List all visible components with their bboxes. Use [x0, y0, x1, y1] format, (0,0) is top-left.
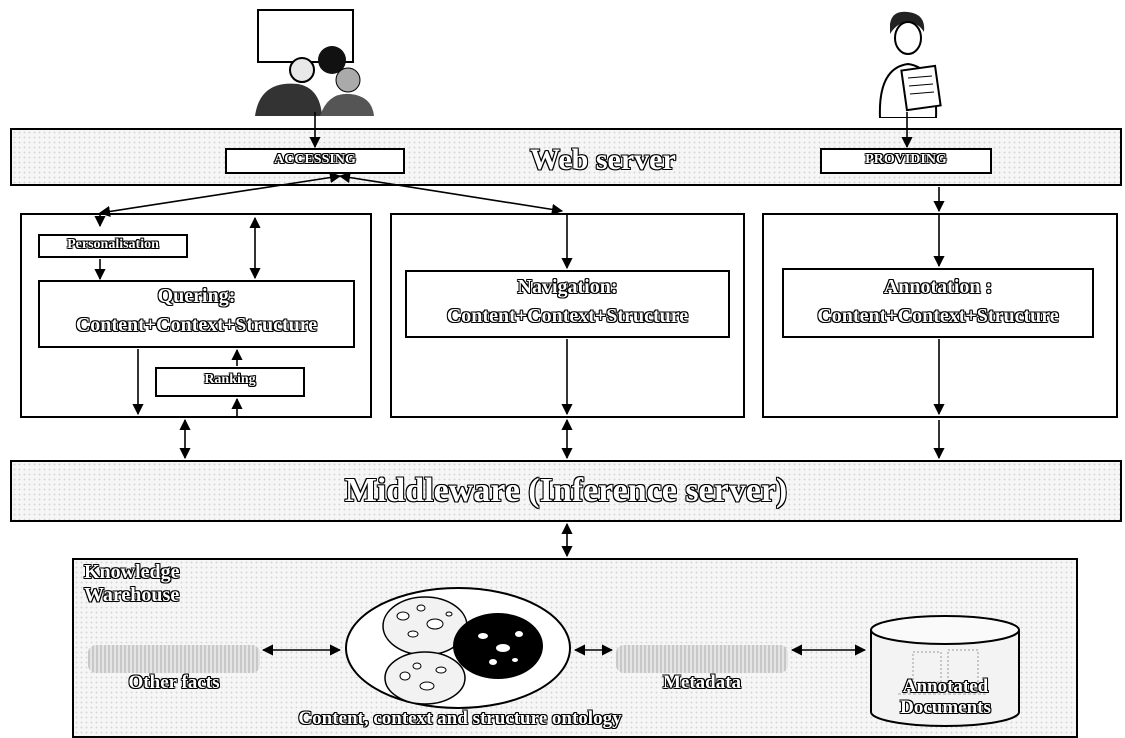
warehouse-title-line2: Warehouse — [84, 584, 180, 606]
web-server-title: Web server — [530, 143, 676, 176]
annotated-documents-line2: Documents — [900, 697, 991, 718]
ontology-circles-icon — [343, 586, 573, 711]
person-reading-document-icon — [868, 10, 948, 119]
navigation-title: Navigation: — [517, 276, 618, 298]
annotation-box — [782, 268, 1094, 338]
middleware-band — [10, 460, 1122, 522]
annotation-subtitle: Content+Context+Structure — [817, 305, 1059, 327]
other-facts-label: Other facts — [128, 672, 220, 693]
quering-title: Quering: — [157, 285, 236, 307]
ranking-box — [155, 367, 305, 397]
personalisation-box — [38, 234, 188, 258]
other-facts-stack — [88, 645, 260, 673]
ranking-label: Ranking — [204, 372, 256, 387]
navigation-box — [405, 270, 730, 338]
users-at-computer-icon — [250, 8, 380, 118]
annotated-documents-database-icon — [868, 612, 1023, 732]
navigation-subtitle: Content+Context+Structure — [446, 305, 689, 327]
warehouse-title-line1: Knowledge — [84, 561, 180, 583]
quering-subtitle: Content+Context+Structure — [75, 314, 318, 336]
annotated-documents-line1: Annotated — [902, 676, 989, 697]
metadata-stack — [616, 645, 788, 673]
personalisation-label: Personalisation — [67, 237, 159, 252]
middleware-title: Middleware (Inference server) — [344, 472, 788, 509]
quering-box — [38, 280, 355, 348]
annotation-title: Annotation : — [883, 276, 993, 298]
accessing-label: ACCESSING — [274, 152, 356, 167]
ontology-label: Content, context and structure ontology — [298, 708, 622, 729]
providing-label: PROVIDING — [865, 152, 947, 167]
metadata-label: Metadata — [662, 672, 742, 693]
providing-box — [820, 148, 992, 174]
